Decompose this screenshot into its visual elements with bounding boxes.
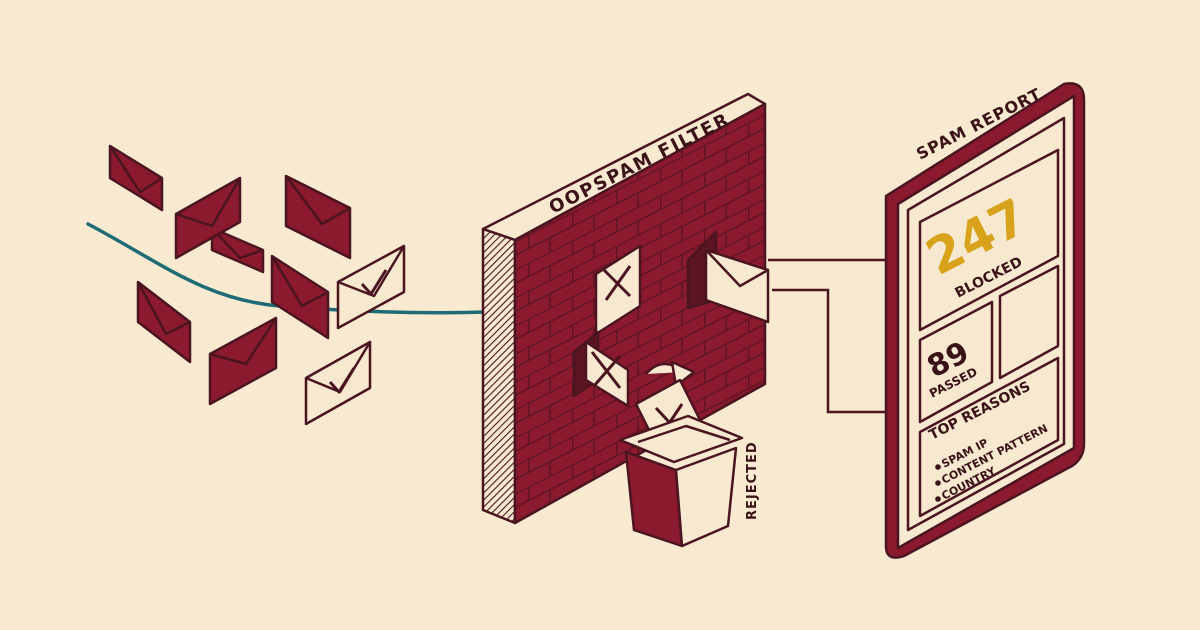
envelope-icon — [210, 226, 265, 274]
check-envelope-icon — [336, 244, 406, 330]
passing-envelope-icon — [686, 230, 770, 324]
check-envelope-icon — [304, 340, 372, 426]
bullet-icon — [935, 464, 941, 470]
envelope-icon — [208, 316, 278, 406]
wall-front — [513, 102, 767, 525]
rejected-bin — [618, 414, 744, 548]
empty-tile — [998, 264, 1060, 380]
blocked-tile — [918, 148, 1060, 332]
filter-wall — [481, 92, 770, 525]
incoming-envelopes — [108, 144, 352, 406]
envelope-icon — [108, 144, 164, 212]
bullet-icon — [935, 480, 941, 486]
envelope-icon — [270, 254, 330, 340]
bin-label: REJECTED — [745, 441, 760, 520]
envelope-icon — [136, 280, 192, 364]
legit-envelopes — [304, 244, 406, 426]
connector-line — [772, 288, 888, 414]
reasons-tile — [918, 356, 1060, 518]
rejected-envelope-icon — [594, 244, 642, 336]
envelope-icon — [174, 176, 242, 260]
rejected-envelope-icon — [572, 330, 630, 408]
passed-tile — [918, 300, 994, 424]
wall-side — [481, 227, 517, 525]
spam-report-panel — [884, 82, 1086, 559]
envelope-icon — [284, 174, 352, 260]
bullet-icon — [935, 496, 941, 502]
